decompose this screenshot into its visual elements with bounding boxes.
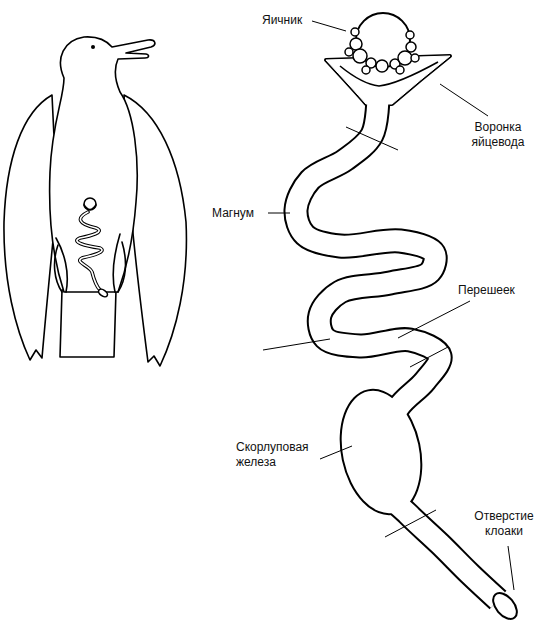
follicle bbox=[351, 28, 359, 36]
follicle bbox=[353, 49, 367, 63]
leader-line bbox=[440, 84, 488, 116]
segment-marker bbox=[385, 510, 436, 537]
follicle bbox=[406, 31, 414, 39]
part-label: Перешеек bbox=[458, 283, 515, 298]
mini-ovary bbox=[84, 198, 96, 210]
tail bbox=[60, 290, 116, 357]
segment-marker bbox=[346, 127, 398, 150]
follicle bbox=[362, 66, 370, 74]
leader-line bbox=[508, 546, 514, 590]
tube-outline bbox=[296, 96, 498, 600]
leader-line bbox=[268, 213, 290, 214]
mini-cloaca bbox=[97, 288, 109, 299]
gland-fill bbox=[331, 383, 431, 520]
cloaca-opening bbox=[488, 589, 521, 624]
part-label: Магнум bbox=[212, 206, 254, 221]
leader-line bbox=[398, 301, 470, 338]
leader-lines bbox=[263, 21, 514, 590]
part-label: Скорлуповая железа bbox=[236, 440, 320, 470]
leader-line bbox=[320, 446, 352, 459]
bird-eye bbox=[91, 45, 95, 49]
follicle bbox=[345, 48, 353, 56]
segment-marker bbox=[410, 347, 448, 367]
follicle bbox=[376, 60, 388, 72]
follicle bbox=[398, 51, 412, 65]
leader-line bbox=[312, 21, 346, 31]
part-label: Яичник bbox=[262, 13, 302, 28]
segment-marker bbox=[263, 339, 330, 350]
left-wing bbox=[4, 95, 57, 360]
bird-figure bbox=[4, 37, 186, 366]
part-label: Отверстие клоаки bbox=[468, 509, 540, 539]
follicle bbox=[411, 54, 419, 62]
follicle bbox=[406, 42, 416, 52]
right-leg bbox=[113, 234, 120, 292]
tube-fill bbox=[296, 96, 498, 600]
mini-funnel bbox=[84, 205, 96, 210]
part-label: Воронка яйцевода bbox=[460, 120, 536, 150]
bird-body bbox=[50, 37, 155, 292]
mini-oviduct-inner bbox=[77, 212, 102, 290]
mini-oviduct-outer bbox=[77, 212, 102, 290]
follicle bbox=[396, 66, 404, 74]
